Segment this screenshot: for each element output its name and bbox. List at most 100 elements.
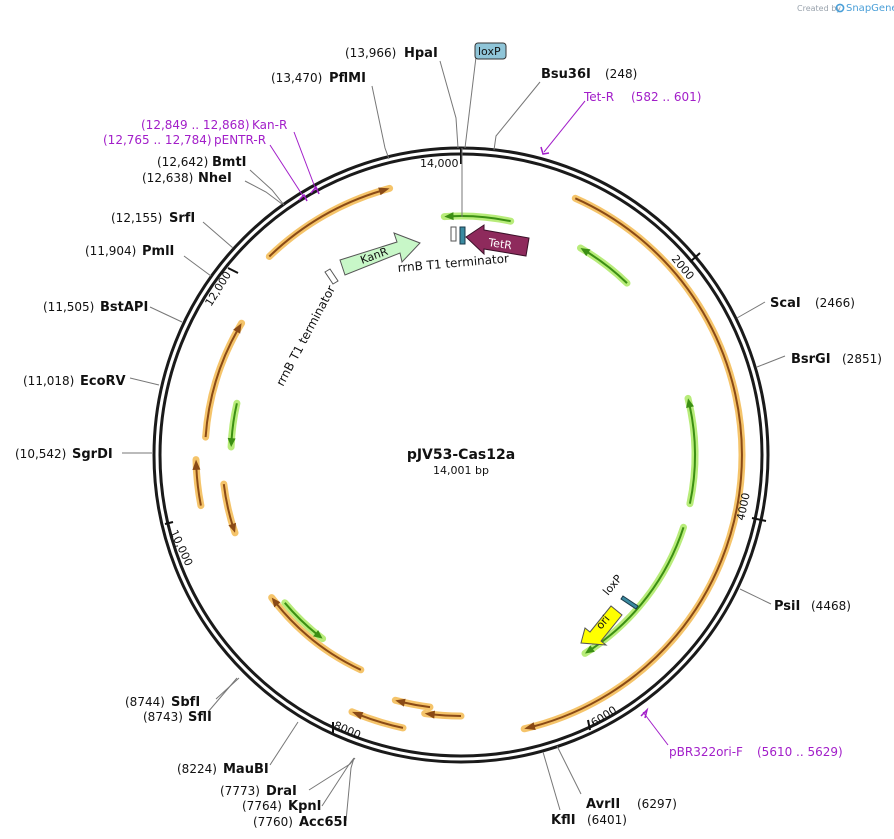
ruler-label: 12,000 bbox=[203, 269, 234, 309]
primer-name: Kan-R bbox=[252, 118, 287, 132]
leader-scai bbox=[736, 301, 766, 319]
site-name: AvrII bbox=[586, 797, 620, 812]
site-name: ScaI bbox=[770, 296, 801, 311]
site-name: KpnI bbox=[288, 799, 321, 814]
ruler-tick bbox=[227, 267, 239, 274]
plasmid-length: 14,001 bp bbox=[433, 464, 489, 477]
arc-arrowhead bbox=[271, 597, 281, 608]
site-name: EcoRV bbox=[80, 374, 126, 389]
leader-hpai bbox=[439, 60, 459, 149]
site-pos: (8744) bbox=[125, 695, 165, 709]
leader-bsrgi bbox=[756, 355, 786, 368]
ori-feature: ori bbox=[580, 605, 623, 646]
site-pos: (12,638) bbox=[142, 171, 193, 185]
site-pos: (11,018) bbox=[23, 374, 74, 388]
site-pos: (4468) bbox=[811, 599, 851, 613]
site-name: BmtI bbox=[212, 155, 247, 170]
site-pos: (2851) bbox=[842, 352, 882, 366]
leader-avrii bbox=[556, 745, 582, 795]
site-pos: (12,155) bbox=[111, 211, 162, 225]
arc-arrowhead bbox=[686, 398, 694, 408]
arc-arrowhead bbox=[585, 645, 595, 654]
leader-ecorv bbox=[129, 377, 160, 386]
leader-bsu36i bbox=[493, 81, 541, 151]
restriction-sites: (13,966) HpaI (13,470) PflMI Bsu36I (248… bbox=[15, 46, 882, 830]
leader-pflmi bbox=[371, 85, 390, 160]
arc-arrowhead bbox=[228, 522, 237, 533]
ruler-label: 10,000 bbox=[167, 528, 195, 568]
arc-arrowhead bbox=[580, 248, 591, 257]
site-name: Bsu36I bbox=[541, 67, 591, 82]
leader-kpni bbox=[321, 757, 355, 807]
primer-mark-kan-r bbox=[310, 185, 320, 195]
site-pos: (6401) bbox=[587, 813, 627, 827]
terminator-label-2: rrnB T1 terminator bbox=[273, 283, 338, 388]
arc-arrowhead bbox=[424, 710, 436, 719]
leader-drai bbox=[308, 757, 356, 791]
leader-bmti bbox=[249, 169, 285, 206]
loxp-top-label: loxP bbox=[478, 45, 501, 58]
arc-arrowhead bbox=[444, 212, 454, 221]
site-pos: (7773) bbox=[220, 784, 260, 798]
primer-range: (582 .. 601) bbox=[631, 90, 701, 104]
credit-prefix: Created by bbox=[797, 4, 841, 13]
leader-pbr322ori-f bbox=[642, 711, 669, 746]
orf-arc bbox=[531, 197, 743, 728]
site-leaders bbox=[122, 60, 786, 822]
leader-acc65i bbox=[345, 757, 355, 822]
site-pos: (8224) bbox=[177, 762, 217, 776]
arc-arrowhead bbox=[395, 698, 406, 707]
site-name: PsiI bbox=[774, 599, 800, 614]
primer-range: (12,849 .. 12,868) bbox=[141, 118, 250, 132]
site-name: BsrGI bbox=[791, 352, 831, 367]
leader-pentr-r bbox=[269, 144, 304, 197]
ruler-tick bbox=[164, 521, 174, 525]
arc-arrowhead bbox=[227, 437, 236, 447]
primer-name: Tet-R bbox=[583, 90, 614, 104]
site-name: SrfI bbox=[169, 211, 195, 226]
site-pos: (7764) bbox=[242, 799, 282, 813]
arc-arrowhead bbox=[524, 722, 536, 731]
primer-name: pENTR-R bbox=[214, 133, 266, 147]
site-pos: (13,966) bbox=[345, 46, 396, 60]
site-pos: (10,542) bbox=[15, 447, 66, 461]
site-pos: (248) bbox=[605, 67, 637, 81]
site-name: KflI bbox=[551, 813, 576, 828]
leader-maubi bbox=[269, 721, 299, 766]
primer-mark-pentr-r bbox=[298, 193, 308, 202]
leader-srfi bbox=[202, 221, 234, 249]
site-name: PflMI bbox=[329, 71, 366, 86]
feature-arc bbox=[589, 526, 685, 651]
terminator-glyphs bbox=[324, 226, 466, 285]
orf-arc bbox=[268, 189, 383, 258]
orf-arc bbox=[275, 602, 362, 671]
plasmid-name: pJV53-Cas12a bbox=[407, 447, 515, 463]
ruler-label: 8000 bbox=[332, 719, 363, 742]
ruler-tick bbox=[751, 517, 767, 522]
site-pos: (13,470) bbox=[271, 71, 322, 85]
feature-arc bbox=[688, 404, 696, 504]
site-pos: (11,505) bbox=[43, 300, 94, 314]
snapgene-logo-icon bbox=[835, 3, 845, 13]
arc-arrowhead bbox=[313, 630, 323, 639]
loxp-inner-feature: loxP bbox=[600, 572, 639, 610]
leader-psii bbox=[739, 588, 772, 605]
site-pos: (12,642) bbox=[157, 155, 208, 169]
primer-range: (12,765 .. 12,784) bbox=[103, 133, 212, 147]
orf-arc-glow bbox=[520, 194, 746, 733]
arc-arrowhead bbox=[351, 711, 364, 720]
site-name: PmlI bbox=[142, 244, 174, 259]
leader-sfli bbox=[207, 677, 238, 713]
arc-arrowhead bbox=[378, 187, 390, 196]
terminator-label-1: rrnB T1 terminator bbox=[397, 251, 510, 275]
loxp-top-feature: loxP bbox=[461, 42, 507, 217]
site-pos: (7760) bbox=[253, 815, 293, 829]
site-pos: (11,904) bbox=[85, 244, 136, 258]
tetr-label: TetR bbox=[487, 236, 513, 252]
site-name: BstAPI bbox=[100, 300, 148, 315]
site-name: NheI bbox=[198, 171, 232, 186]
site-name: SgrDI bbox=[72, 447, 113, 462]
credit-brand: SnapGene bbox=[846, 3, 894, 14]
leader-kan-r bbox=[293, 131, 317, 191]
